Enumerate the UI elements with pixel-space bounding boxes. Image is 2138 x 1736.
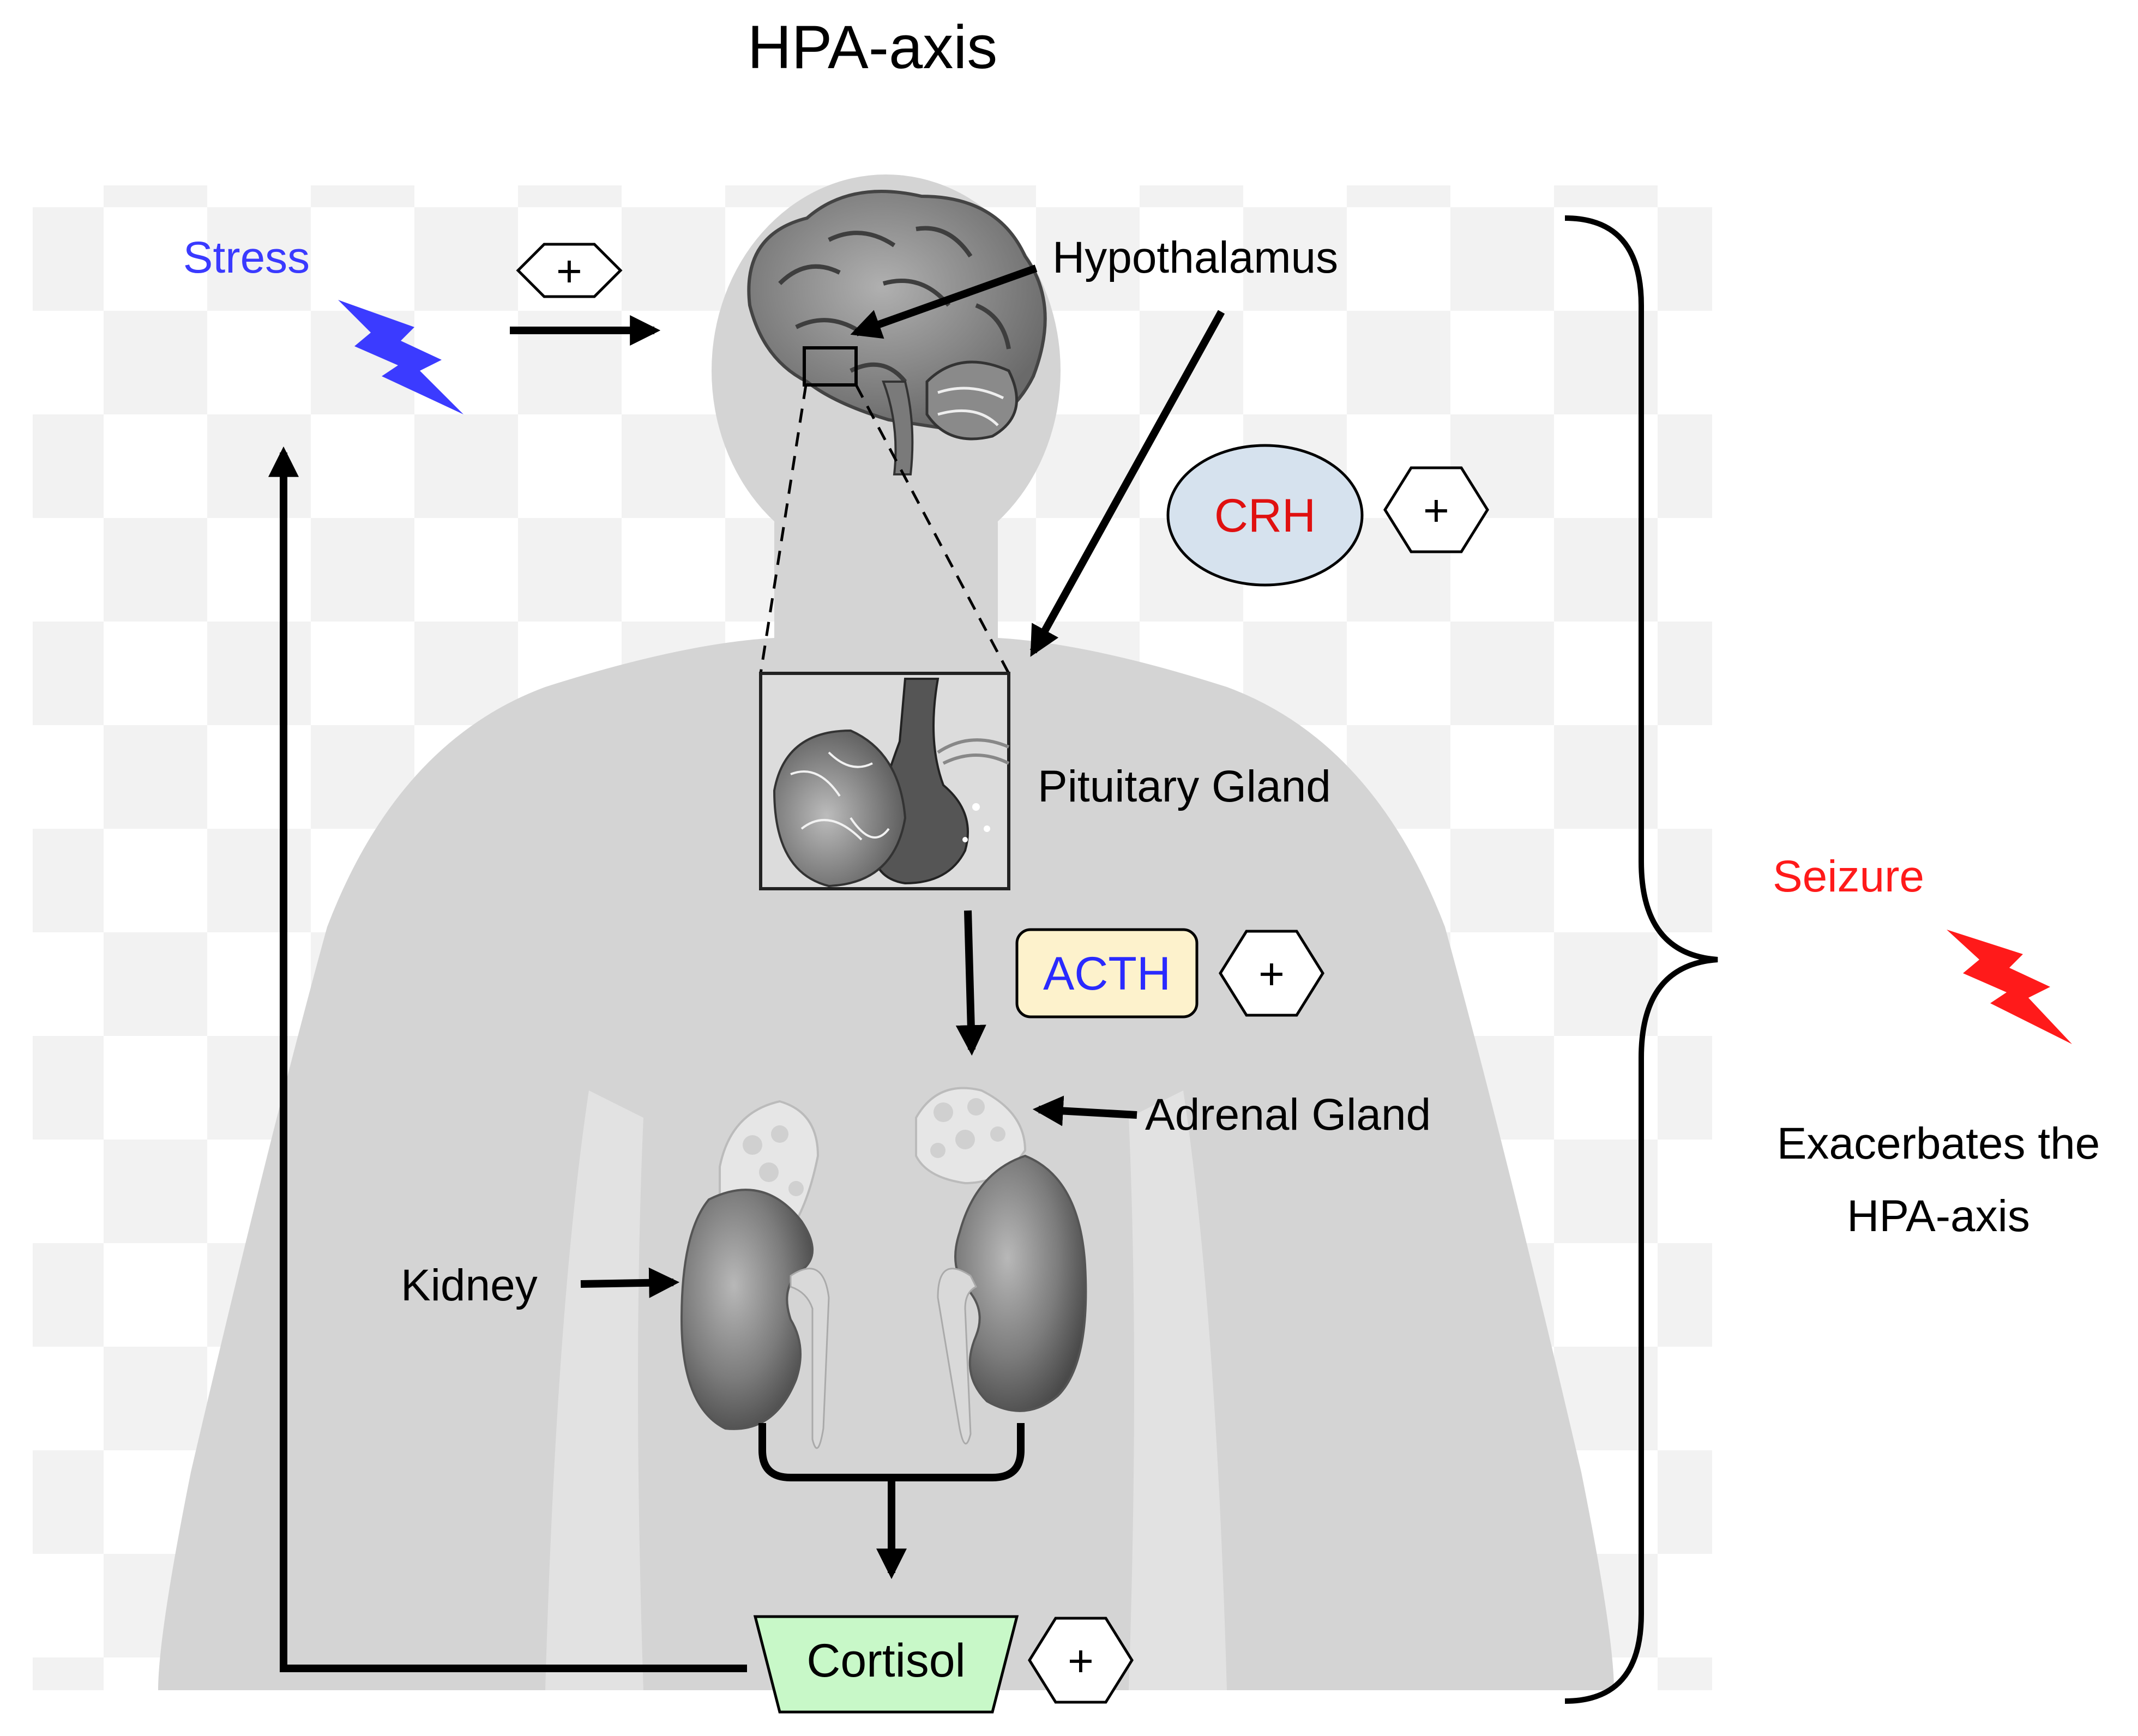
adrenal-gland-label: Adrenal Gland (1145, 1090, 1431, 1140)
stress-label: Stress (183, 233, 310, 282)
crh-plus-badge: + (1383, 466, 1489, 553)
acth-release-arrow (955, 910, 986, 1056)
kidney-pointer-arrow (580, 1267, 680, 1298)
adrenal-pointer-arrow (1032, 1095, 1137, 1126)
acth-plus-badge: + (1219, 930, 1324, 1017)
silhouette-arm-gap-right (1129, 1090, 1227, 1690)
pituitary-gland-label: Pituitary Gland (1038, 762, 1331, 811)
hypothalamus-pointer-arrow (850, 264, 1038, 339)
crh-label: CRH (1214, 490, 1316, 542)
crh-release-arrow (1029, 310, 1225, 657)
cortisol-label: Cortisol (806, 1635, 966, 1687)
stress-lightning-bolt-icon (338, 300, 463, 414)
hpa-axis-curly-brace (1564, 215, 1718, 1704)
silhouette-arm-gap-left (545, 1090, 643, 1690)
cortisol-hormone-badge (753, 1615, 1019, 1714)
cortisol-plus-badge: + (1028, 1617, 1134, 1704)
hypothalamus-highlight-box (803, 346, 858, 387)
zoom-line-right (854, 384, 1010, 674)
brain-icon (747, 190, 1047, 475)
exacerbates-label-line1: Exacerbates the (1777, 1119, 2100, 1168)
pituitary-gland-icon (759, 672, 1010, 890)
acth-hormone-badge (1015, 928, 1199, 1018)
crh-hormone-badge (1166, 444, 1364, 587)
exacerbates-label-line2: HPA-axis (1847, 1191, 2030, 1241)
cortisol-feedback-arrow (268, 446, 747, 1672)
svg-text:+: + (1258, 949, 1285, 999)
stress-plus-badge: + (516, 243, 623, 298)
hypothalamus-label: Hypothalamus (1052, 233, 1338, 282)
kidney-label: Kidney (401, 1261, 538, 1310)
kidney-icon (680, 1087, 1087, 1449)
svg-text:+: + (556, 246, 582, 296)
diagram-title: HPA-axis (748, 13, 997, 81)
seizure-lightning-bolt-icon (1947, 930, 2072, 1044)
acth-label: ACTH (1043, 948, 1171, 1000)
svg-text:+: + (1423, 486, 1449, 535)
zoom-line-left (759, 384, 808, 674)
kidney-output-bracket (758, 1423, 1025, 1481)
seizure-label: Seizure (1773, 852, 1924, 901)
svg-text:+: + (1068, 1636, 1094, 1686)
